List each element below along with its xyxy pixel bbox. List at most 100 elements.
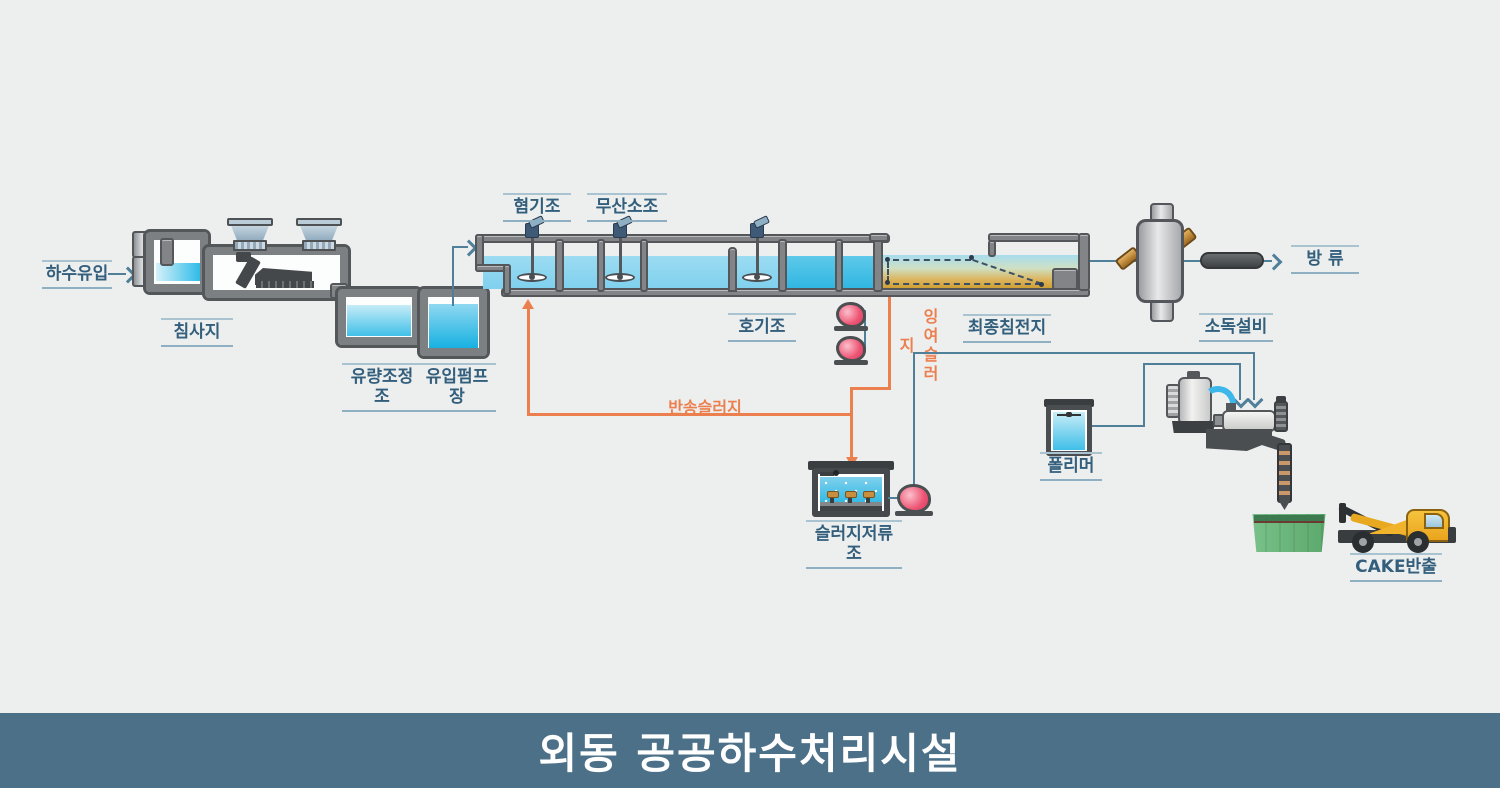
mixer xyxy=(516,215,548,284)
aerobic-label: 호기조 xyxy=(728,313,796,342)
flow-equalization-label: 유량조정조 xyxy=(342,363,422,412)
screw-press-cylinder xyxy=(1222,410,1276,432)
sludge-tank-shelf xyxy=(820,502,882,506)
inflow-label: 하수유입 xyxy=(42,260,112,289)
sludge-feed-line xyxy=(913,352,1255,354)
pump-suction-line xyxy=(888,497,900,499)
sludge-transfer-pump-base xyxy=(895,511,933,516)
press-inlet-stub xyxy=(1226,403,1236,413)
sludge-line xyxy=(888,297,891,389)
mixer-shaft xyxy=(619,234,622,276)
inflow-arrow-line xyxy=(108,273,126,275)
clarifier-top-lip xyxy=(988,240,996,257)
mixer-shaft xyxy=(531,234,534,276)
anoxic-label: 무산소조 xyxy=(587,193,667,222)
scraper-dot xyxy=(1039,282,1044,287)
vent-funnel xyxy=(230,223,270,241)
bioreactor-water-aerated xyxy=(778,256,873,289)
clarifier-weir-step xyxy=(1052,268,1078,290)
effluent-line xyxy=(1184,260,1202,262)
sludge-feed-line xyxy=(913,352,915,488)
effluent-line xyxy=(1090,260,1136,262)
cake-out-label: CAKE반출 xyxy=(1350,553,1442,582)
press-motor-cap xyxy=(1276,396,1286,404)
flocculator-base xyxy=(1172,421,1216,433)
bioreactor-step-wall xyxy=(503,264,511,295)
grit-inlet-chamber xyxy=(143,229,211,295)
truck-wheel-hub xyxy=(1359,538,1367,546)
sludge-tank-feed-pipe xyxy=(820,472,834,476)
polymer-label: 폴리머 xyxy=(1040,452,1102,481)
sludge-feed-line xyxy=(1253,352,1255,400)
scraper-dot xyxy=(885,257,890,262)
mixer-shaft xyxy=(756,234,759,276)
excess-sludge-label: 잉여슬러지 xyxy=(896,308,939,384)
return-sludge-line xyxy=(527,413,853,416)
discharge-label: 방 류 xyxy=(1291,245,1359,274)
flow-equalization-water xyxy=(347,305,411,336)
sludge-pump xyxy=(836,336,866,362)
polymer-stirrer-hub xyxy=(1066,412,1072,417)
inflow-pump-label: 유입펌프장 xyxy=(418,363,496,412)
vent-hopper xyxy=(296,218,342,252)
diffuser-cap xyxy=(827,491,839,498)
diffuser-cap xyxy=(863,491,875,498)
anaerobic-label: 혐기조 xyxy=(503,193,571,222)
polymer-line xyxy=(1239,363,1241,400)
mixer xyxy=(741,215,773,284)
sludge-pump-base xyxy=(834,326,868,331)
diffuser xyxy=(866,493,870,503)
sludge-tank-floor xyxy=(820,506,882,511)
mixer-impeller-hub xyxy=(617,274,623,280)
press-hopper-base xyxy=(1206,429,1272,451)
vent-funnel xyxy=(299,223,339,241)
return-sludge-label: 반송슬러지 xyxy=(668,398,742,417)
sludge-storage-label: 슬러지저류조 xyxy=(806,520,902,569)
vent-base xyxy=(302,240,336,251)
excess-sludge-line xyxy=(850,387,853,459)
bioreactor-right-wall xyxy=(873,234,883,292)
grit-collector-chain xyxy=(256,281,314,288)
truck-window xyxy=(1424,513,1444,529)
return-sludge-line xyxy=(527,307,530,415)
disinfection-label: 소독설비 xyxy=(1199,313,1273,342)
flocculator-cap xyxy=(1187,371,1200,379)
cake-conveyor xyxy=(1277,443,1292,503)
press-motor xyxy=(1274,401,1288,432)
truck-bumper xyxy=(1448,527,1456,543)
sludge-pump xyxy=(836,302,866,328)
contact-pipe xyxy=(1200,252,1264,269)
sludge-line xyxy=(850,387,891,390)
scraper-dot xyxy=(969,255,974,260)
scraper-path-line xyxy=(893,259,971,261)
polymer-water xyxy=(1053,412,1085,450)
scraper-path-line xyxy=(887,262,889,282)
vent-rim xyxy=(227,218,273,226)
bioreactor-divider xyxy=(778,239,787,292)
clarifier-top-wall xyxy=(988,233,1080,242)
bioreactor-divider xyxy=(555,239,564,292)
title-bar: 외동 공공하수처리시설 xyxy=(0,713,1500,788)
grit-chamber-label: 침사지 xyxy=(161,318,233,347)
riser-pipe-line xyxy=(452,246,454,306)
scraper-path-line xyxy=(893,283,1041,285)
cake-container-rim xyxy=(1254,515,1324,523)
vent-base xyxy=(233,240,267,251)
disinfection-vessel xyxy=(1136,219,1184,303)
return-sludge-arrow-icon xyxy=(522,299,534,309)
mixer-impeller-hub xyxy=(529,274,535,280)
sludge-transfer-pump xyxy=(897,484,931,513)
grit-collector-body xyxy=(255,268,312,285)
mixer xyxy=(604,215,636,284)
scraper-dot xyxy=(885,280,890,285)
discharge-arrow-icon xyxy=(1265,253,1283,271)
bioreactor-divider xyxy=(640,239,648,292)
pump-connector-line xyxy=(864,310,866,352)
bioreactor-under-baffle xyxy=(728,247,737,292)
polymer-line xyxy=(1143,363,1145,427)
conveyor-tip xyxy=(1279,501,1290,510)
sludge-pump-base xyxy=(834,360,868,365)
tank-bottom-wall xyxy=(501,288,1090,297)
diffuser xyxy=(848,493,852,503)
